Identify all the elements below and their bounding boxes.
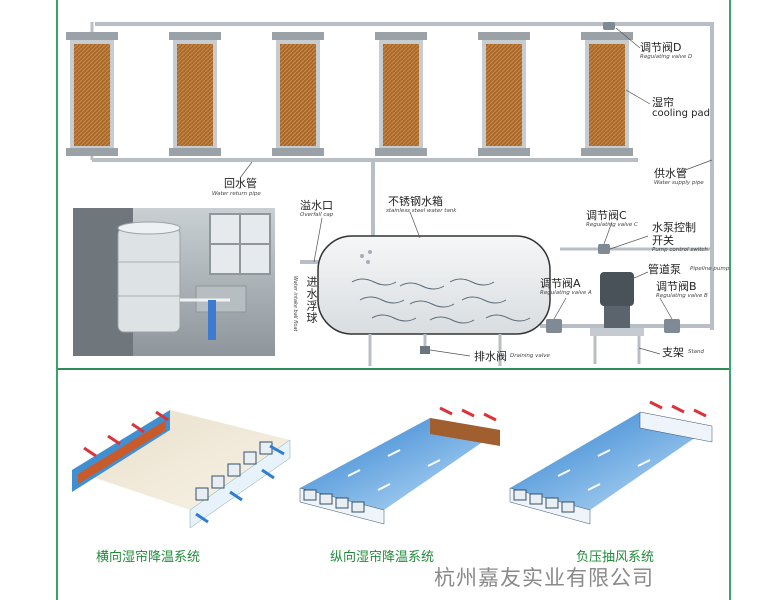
section-divider <box>58 368 729 370</box>
valve-a <box>546 319 562 333</box>
caption-transverse: 横向湿帘降温系统 <box>96 550 201 565</box>
valve-a-label: 调节阀A <box>540 277 581 290</box>
valve-b <box>664 319 680 333</box>
drain-label-en: Draining valve <box>510 353 550 359</box>
pipeline-pump-label: 管道泵 <box>648 263 681 276</box>
overflow-label-en: Overfall cap <box>300 212 334 218</box>
system-transverse <box>72 410 291 529</box>
pipeline-pump-label-en: Pipeline pump <box>690 266 730 272</box>
caption-negative-pressure: 负压抽风系统 <box>576 550 655 565</box>
stand-label-en: Stand <box>688 349 704 355</box>
water-return-label-en: Water return pipe <box>212 191 261 197</box>
valve-b-label-en: Regulating valve B <box>656 293 708 299</box>
cooling-pad-label: 湿帘 <box>652 96 674 109</box>
caption-longitudinal: 纵向湿帘降温系统 <box>330 550 435 565</box>
tank-label: 不锈钢水箱 <box>388 195 443 208</box>
drain-label: 排水阀 <box>474 350 507 363</box>
piping-diagram <box>66 22 714 366</box>
pipeline-pump <box>590 272 644 364</box>
tank-label-en: stainless steel water tank <box>386 208 457 214</box>
tank-photo <box>73 208 275 356</box>
water-return-label: 回水管 <box>224 177 257 190</box>
cooling-pad-label-en: cooling pad <box>652 108 710 119</box>
left-frame-line <box>56 0 58 600</box>
valve-d-label: 调节阀D <box>640 41 682 54</box>
valve-c-label-en: Regulating valve C <box>586 222 638 228</box>
water-tank <box>300 235 551 366</box>
water-supply-label-en: Water supply pipe <box>654 180 704 186</box>
valve-a-label-en: Regulating valve A <box>540 290 592 296</box>
pump-switch-label: 水泵控制开关 <box>652 221 696 247</box>
overflow-label: 溢水口 <box>300 199 333 212</box>
cooling-pad-units <box>66 32 633 156</box>
systems-diagram <box>72 400 713 529</box>
company-watermark: 杭州嘉友实业有限公司 <box>434 566 654 590</box>
system-longitudinal <box>299 406 500 525</box>
valve-b-label: 调节阀B <box>656 280 697 293</box>
system-negative-pressure <box>509 400 713 525</box>
valve-d-label-en: Regulating valve D <box>640 54 693 60</box>
valve-d <box>603 22 615 30</box>
inlet-float-label: 进水浮球 <box>305 276 318 324</box>
valve-c <box>598 244 610 254</box>
valve-c-label: 调节阀C <box>586 209 627 222</box>
water-supply-label: 供水管 <box>654 167 687 180</box>
pump-switch-label-en: Pump control switch <box>652 247 708 253</box>
right-frame-line <box>729 0 731 600</box>
stand-label: 支架 <box>662 346 684 359</box>
inlet-float-label-en: Water intake ball float <box>292 276 298 332</box>
